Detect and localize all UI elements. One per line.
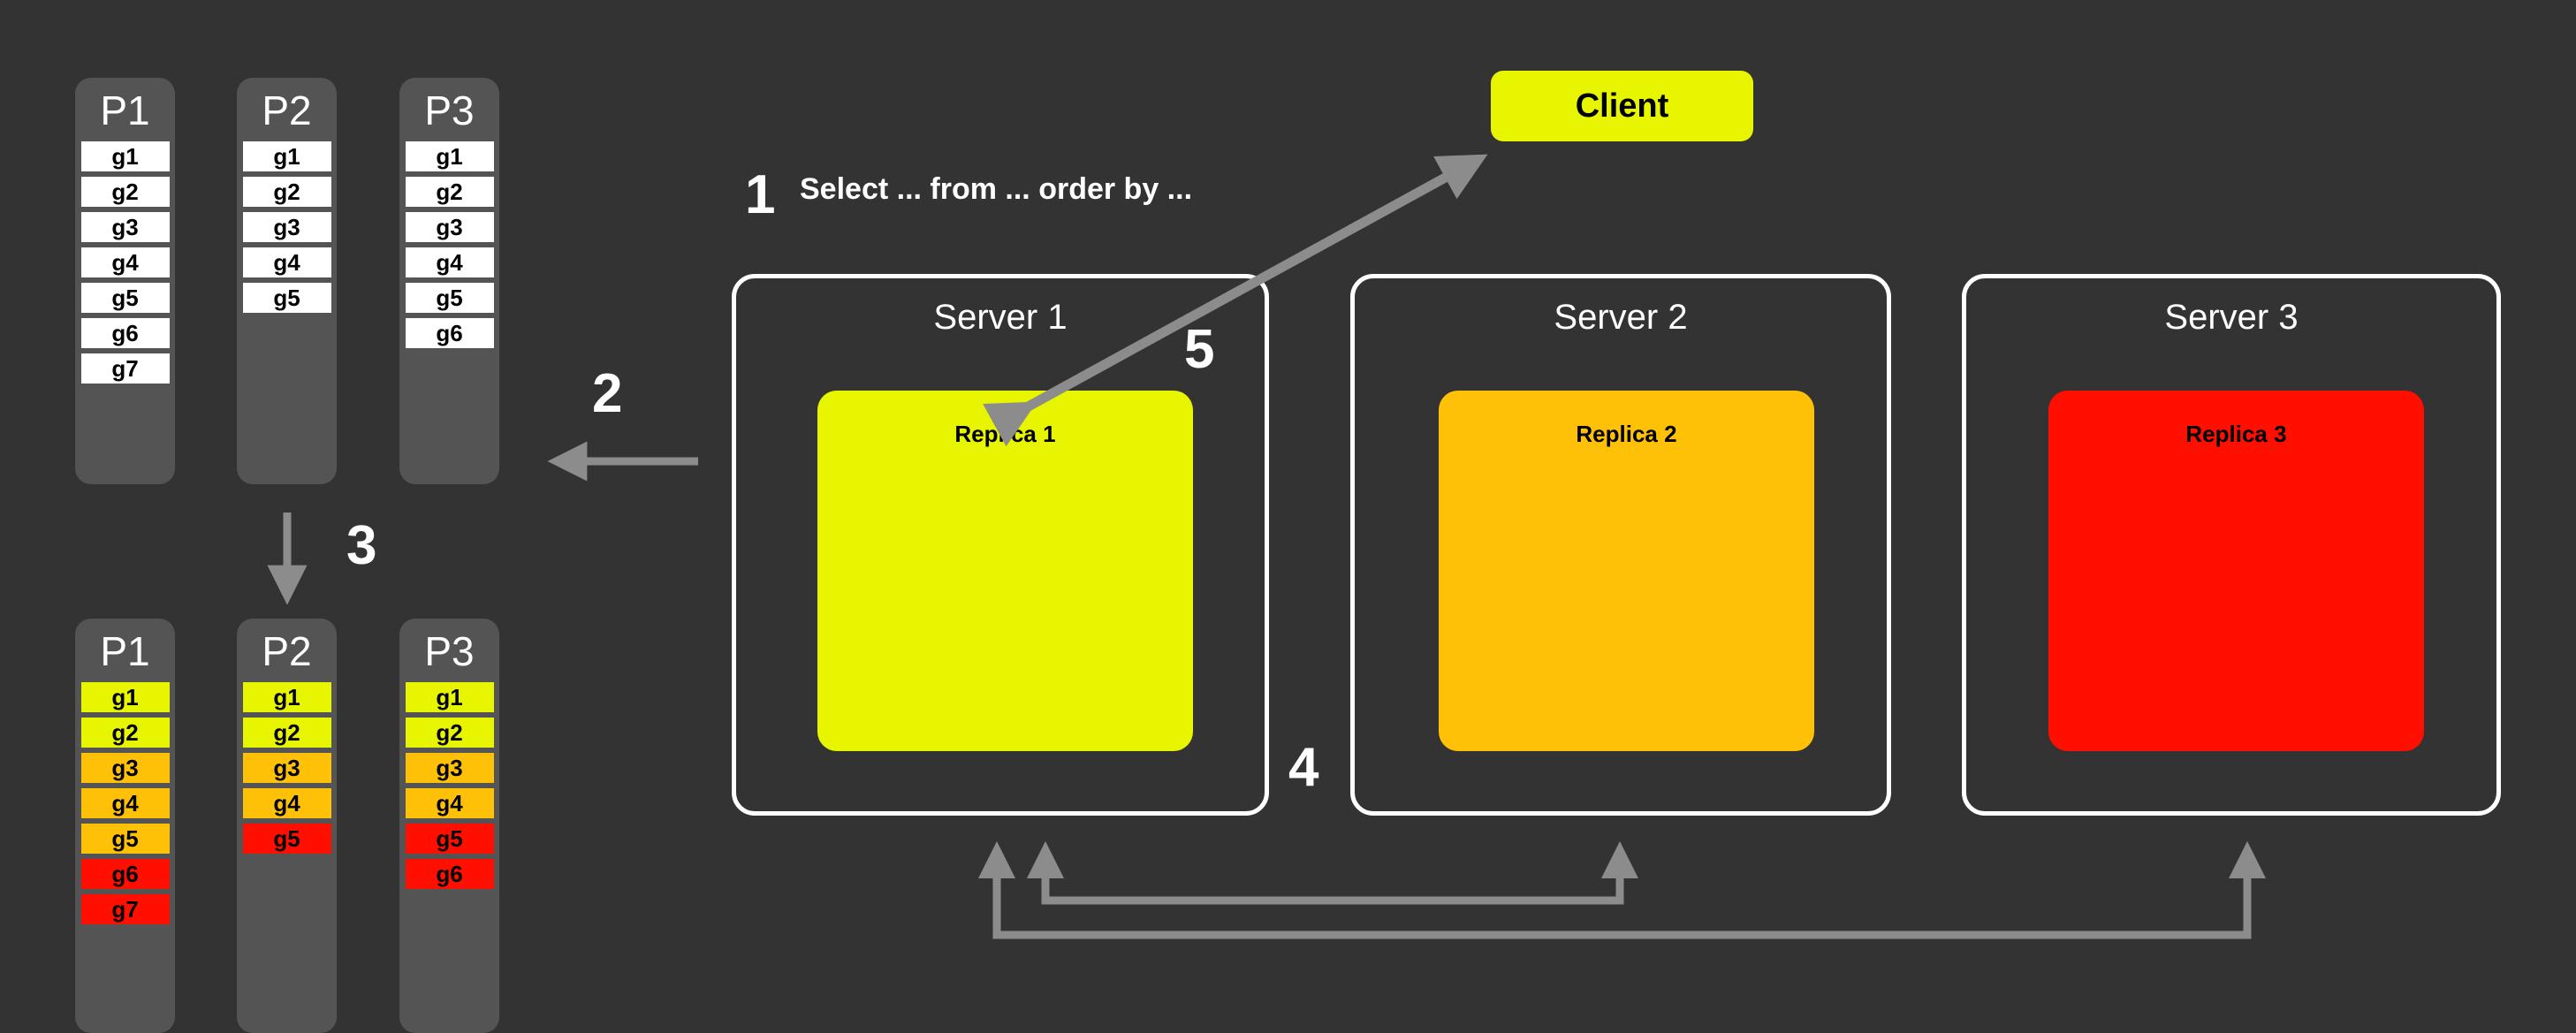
partition-cell: g3	[80, 753, 170, 783]
partition-cell: g3	[242, 753, 331, 783]
bottom-partition-p3: P3 g1 g2 g3 g4 g5 g6	[399, 619, 499, 1033]
partition-cell: g5	[80, 283, 170, 313]
partition-cell: g1	[242, 141, 331, 171]
partition-cell: g2	[80, 177, 170, 207]
partition-cell: g7	[80, 894, 170, 924]
step-number-3: 3	[346, 515, 377, 576]
partition-cell: g6	[80, 859, 170, 889]
cell-stack: g1 g2 g3 g4 g5	[242, 141, 331, 313]
cell-stack: g1 g2 g3 g4 g5	[242, 682, 331, 854]
replica-label: Replica 3	[2185, 421, 2287, 447]
server-box-1[interactable]: Server 1 Replica 1	[732, 274, 1269, 816]
partition-cell: g5	[242, 283, 331, 313]
partition-cell: g6	[405, 859, 494, 889]
bottom-partition-p1: P1 g1 g2 g3 g4 g5 g6 g7	[75, 619, 175, 1033]
partition-cell: g4	[80, 247, 170, 277]
server-box-2[interactable]: Server 2 Replica 2	[1350, 274, 1891, 816]
partition-cell: g4	[405, 788, 494, 818]
partition-cell: g5	[80, 824, 170, 854]
partition-cell: g4	[405, 247, 494, 277]
step-number-5: 5	[1184, 319, 1215, 380]
partition-cell: g1	[80, 141, 170, 171]
partition-cell: g3	[242, 212, 331, 242]
step-number-1: 1	[745, 164, 776, 225]
bottom-partition-p2: P2 g1 g2 g3 g4 g5	[237, 619, 337, 1033]
replica-1[interactable]: Replica 1	[817, 391, 1193, 751]
replica-2[interactable]: Replica 2	[1439, 391, 1814, 751]
server-title: Server 2	[1554, 298, 1688, 337]
partition-title: P1	[100, 628, 150, 674]
cell-stack: g1 g2 g3 g4 g5 g6 g7	[80, 682, 170, 924]
cell-stack: g1 g2 g3 g4 g5 g6	[405, 682, 494, 889]
server-box-3[interactable]: Server 3 Replica 3	[1962, 274, 2501, 816]
arrow-step-4-server3	[978, 841, 2266, 939]
partition-cell: g2	[242, 718, 331, 748]
partition-cell: g6	[80, 318, 170, 348]
server-title: Server 3	[2164, 298, 2299, 337]
step-number-4: 4	[1288, 737, 1319, 798]
client-label: Client	[1575, 87, 1669, 125]
cell-stack: g1 g2 g3 g4 g5 g6	[405, 141, 494, 348]
partition-cell: g2	[242, 177, 331, 207]
partition-title: P1	[100, 87, 150, 133]
partition-cell: g2	[405, 718, 494, 748]
partition-title: P3	[424, 628, 475, 674]
partition-cell: g4	[80, 788, 170, 818]
query-text: Select ... from ... order by ...	[800, 172, 1193, 206]
partition-cell: g4	[242, 247, 331, 277]
partition-cell: g3	[405, 212, 494, 242]
partition-title: P3	[424, 87, 475, 133]
partition-cell: g4	[242, 788, 331, 818]
partition-cell: g5	[405, 283, 494, 313]
client-box[interactable]: Client	[1491, 71, 1753, 141]
top-partition-p3: P3 g1 g2 g3 g4 g5 g6	[399, 78, 499, 484]
replica-label: Replica 1	[954, 421, 1056, 447]
partition-cell: g7	[80, 353, 170, 384]
partition-cell: g1	[80, 682, 170, 712]
cell-stack: g1 g2 g3 g4 g5 g6 g7	[80, 141, 170, 384]
partition-cell: g5	[405, 824, 494, 854]
partition-title: P2	[262, 628, 312, 674]
partition-cell: g3	[405, 753, 494, 783]
arrow-step-4-server2	[1027, 841, 1638, 905]
partition-cell: g1	[405, 682, 494, 712]
partition-cell: g5	[242, 824, 331, 854]
top-partition-p1: P1 g1 g2 g3 g4 g5 g6 g7	[75, 78, 175, 484]
partition-title: P2	[262, 87, 312, 133]
partition-cell: g2	[405, 177, 494, 207]
top-partition-p2: P2 g1 g2 g3 g4 g5	[237, 78, 337, 484]
partition-cell: g6	[405, 318, 494, 348]
partition-cell: g1	[242, 682, 331, 712]
replica-label: Replica 2	[1576, 421, 1677, 447]
partition-cell: g3	[80, 212, 170, 242]
partition-cell: g1	[405, 141, 494, 171]
replica-3[interactable]: Replica 3	[2048, 391, 2424, 751]
step-number-2: 2	[592, 363, 623, 424]
partition-cell: g2	[80, 718, 170, 748]
